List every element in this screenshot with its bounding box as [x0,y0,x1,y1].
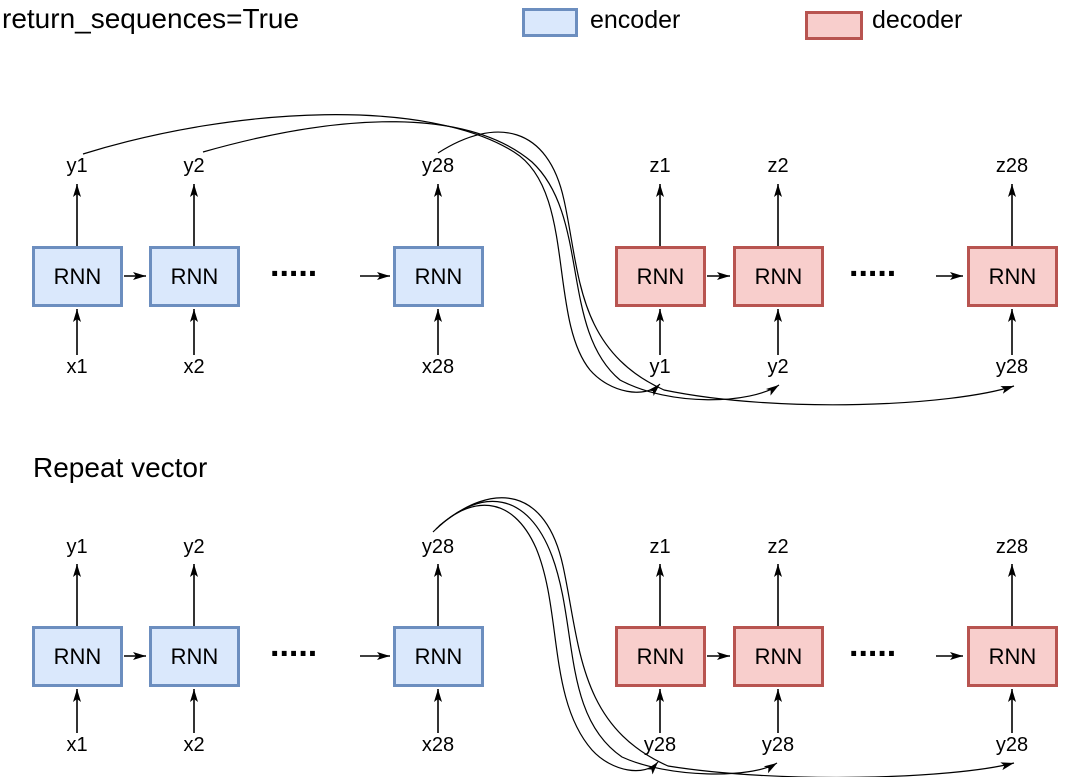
label-dec-in-2: y28 [761,734,795,756]
curve-y2-to-decoder [202,121,780,401]
label-enc-in-3: x28 [421,734,455,756]
decoder-ellipsis: ..... [849,246,897,284]
rnn-label: RNN [170,643,219,669]
label-enc-out-2: y2 [183,155,205,177]
label-enc-in-1: x1 [66,356,88,378]
label-dec-in-1: y1 [649,356,671,378]
label-enc-out-1: y1 [66,536,88,558]
label-dec-out-1: z1 [649,536,671,558]
legend-decoder-swatch [805,11,863,40]
rnn-label: RNN [414,643,463,669]
encoder-rnn-box-1: RNN [32,246,123,307]
curve-y28-to-decoder-3 [438,497,1015,777]
encoder-rnn-box-3: RNN [393,246,484,307]
rnn-label: RNN [170,263,219,289]
rnn-label: RNN [988,643,1037,669]
rnn-label: RNN [754,643,803,669]
decoder-rnn-box-2: RNN [733,626,824,687]
decoder-ellipsis: ..... [849,626,897,664]
legend-decoder-label: decoder [872,6,963,34]
rnn-label: RNN [636,643,685,669]
label-dec-out-3: z28 [995,155,1029,177]
curve-y1-to-decoder [82,114,661,397]
decoder-rnn-box-3: RNN [967,626,1058,687]
section-title-repeat-vector: Repeat vector [33,452,208,483]
label-dec-in-1: y28 [643,734,677,756]
label-dec-out-2: z2 [767,155,789,177]
curve-y28-to-decoder-2 [435,500,778,775]
page-title: return_sequences=True [2,3,300,34]
encoder-ellipsis: ..... [270,626,318,664]
label-enc-in-1: x1 [66,734,88,756]
top-diagram-arrows [73,184,1016,355]
label-dec-out-2: z2 [767,536,789,558]
encoder-rnn-box-2: RNN [149,246,240,307]
rnn-label: RNN [754,263,803,289]
label-dec-in-3: y28 [995,734,1029,756]
decoder-rnn-box-2: RNN [733,246,824,307]
legend-encoder-swatch [522,8,578,37]
decoder-rnn-box-1: RNN [615,626,706,687]
label-dec-out-3: z28 [995,536,1029,558]
rnn-label: RNN [53,263,102,289]
bottom-diagram-arrows [73,564,1016,733]
encoder-rnn-box-2: RNN [149,626,240,687]
decoder-rnn-box-1: RNN [615,246,706,307]
label-enc-in-2: x2 [183,734,205,756]
curve-y28-to-decoder [437,131,1015,406]
rnn-label: RNN [53,643,102,669]
rnn-label: RNN [414,263,463,289]
label-dec-out-1: z1 [649,155,671,177]
label-enc-out-3: y28 [421,155,455,177]
label-enc-in-3: x28 [421,356,455,378]
bottom-repeat-curves [432,497,1015,777]
encoder-rnn-box-3: RNN [393,626,484,687]
rnn-label: RNN [636,263,685,289]
top-feedback-curves [82,114,1015,406]
encoder-rnn-box-1: RNN [32,626,123,687]
curve-y28-to-decoder-1 [432,504,659,775]
label-enc-out-1: y1 [66,155,88,177]
label-dec-in-2: y2 [767,356,789,378]
encoder-ellipsis: ..... [270,246,318,284]
rnn-label: RNN [988,263,1037,289]
decoder-rnn-box-3: RNN [967,246,1058,307]
label-dec-in-3: y28 [995,356,1029,378]
label-enc-out-2: y2 [183,536,205,558]
label-enc-out-3: y28 [421,536,455,558]
label-enc-in-2: x2 [183,356,205,378]
legend-encoder-label: encoder [590,6,681,34]
